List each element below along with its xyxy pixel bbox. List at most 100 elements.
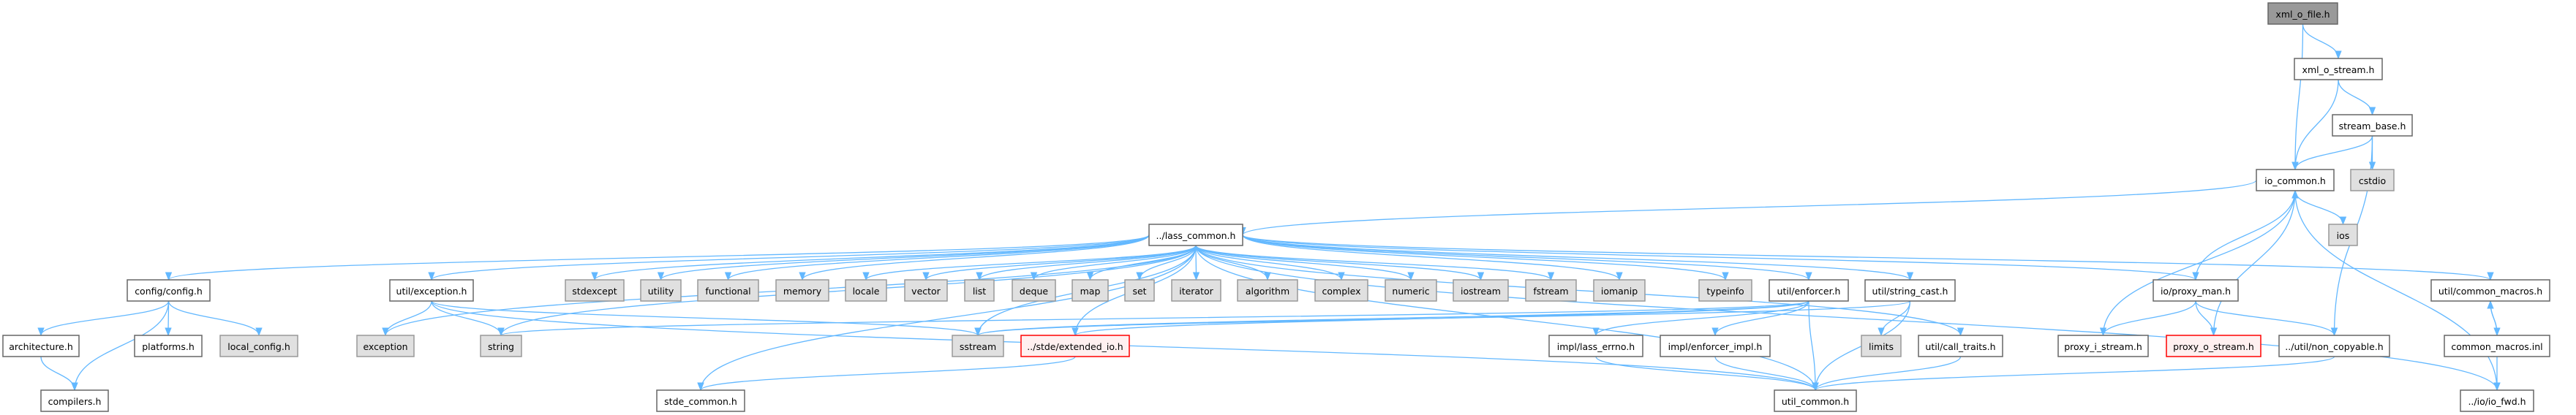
node-io-fwd[interactable]: ../io/io_fwd.h bbox=[2460, 389, 2534, 412]
node-cstdio: cstdio bbox=[2350, 169, 2395, 191]
node-box bbox=[1314, 279, 1368, 302]
node-label: ../util/non_copyable.h bbox=[2285, 341, 2383, 352]
node-label: io_common.h bbox=[2264, 175, 2326, 186]
node-compilers[interactable]: compilers.h bbox=[40, 389, 109, 412]
edge-lass_common-to-iomanip bbox=[1242, 235, 1623, 281]
node-common-macros[interactable]: util/common_macros.h bbox=[2430, 279, 2550, 302]
node-non-copyable[interactable]: ../util/non_copyable.h bbox=[2278, 335, 2390, 357]
node-box bbox=[2430, 279, 2550, 302]
node-proxy-man[interactable]: io/proxy_man.h bbox=[2153, 279, 2239, 302]
edge-enforcer-to-util_common bbox=[1808, 300, 1819, 392]
edge-lass_common-to-iterator bbox=[1192, 245, 1200, 281]
edge-xml_o_stream-to-io_common bbox=[2291, 79, 2339, 171]
edge-lass_common-to-stde_common bbox=[697, 245, 1197, 392]
edge-lass_common-to-locale bbox=[862, 245, 1197, 281]
node-proxy-i-stream[interactable]: proxy_i_stream.h bbox=[2057, 335, 2149, 357]
node-exception: exception bbox=[356, 335, 415, 357]
node-box bbox=[1148, 224, 1243, 246]
node-box bbox=[1072, 279, 1109, 302]
node-box bbox=[219, 335, 298, 357]
node-box bbox=[2153, 279, 2239, 302]
node-box bbox=[845, 279, 887, 302]
edge-enforcer-to-lass_errno bbox=[1592, 300, 1809, 337]
node-sstream: sstream bbox=[952, 335, 1004, 357]
node-label: config/config.h bbox=[135, 286, 203, 297]
node-label: cstdio bbox=[2359, 175, 2386, 186]
node-lass-errno[interactable]: impl/lass_errno.h bbox=[1548, 335, 1643, 357]
node-enforcer-impl[interactable]: impl/enforcer_impl.h bbox=[1660, 335, 1771, 357]
node-label: util/exception.h bbox=[396, 286, 467, 297]
node-xml-o-file[interactable]: xml_o_file.h bbox=[2267, 2, 2338, 25]
node-label: set bbox=[1132, 286, 1146, 297]
node-fstream: fstream bbox=[1525, 279, 1577, 302]
node-lass-common[interactable]: ../lass_common.h bbox=[1148, 224, 1243, 246]
edge-lass_common-to-common_macros bbox=[1242, 234, 2494, 281]
edge-proxy_man-to-proxy_o_stream bbox=[2195, 300, 2218, 337]
edge-lass_common-to-list bbox=[976, 245, 1197, 281]
node-xml-o-stream[interactable]: xml_o_stream.h bbox=[2294, 58, 2383, 80]
node-label: deque bbox=[1020, 286, 1048, 297]
node-box bbox=[1918, 335, 2003, 357]
node-stde-common[interactable]: stde_common.h bbox=[656, 389, 745, 412]
node-box bbox=[1861, 335, 1902, 357]
node-label: util/call_traits.h bbox=[1925, 341, 1995, 352]
node-platforms[interactable]: platforms.h bbox=[134, 335, 203, 357]
node-label: proxy_o_stream.h bbox=[2173, 341, 2254, 352]
node-functional: functional bbox=[697, 279, 759, 302]
node-vector: vector bbox=[904, 279, 948, 302]
node-map: map bbox=[1072, 279, 1109, 302]
node-common-macros-inl[interactable]: common_macros.inl bbox=[2444, 335, 2550, 357]
edge-lass_common-to-map bbox=[1086, 245, 1197, 281]
node-box bbox=[134, 335, 203, 357]
node-box bbox=[2, 335, 80, 357]
edge-lass_common-to-functional bbox=[725, 235, 1150, 281]
node-label: list bbox=[973, 286, 986, 297]
node-exception-h[interactable]: util/exception.h bbox=[389, 279, 474, 302]
node-box bbox=[127, 279, 211, 302]
node-string-cast[interactable]: util/string_cast.h bbox=[1864, 279, 1956, 302]
node-utility: utility bbox=[640, 279, 682, 302]
node-label: iostream bbox=[1461, 286, 1501, 297]
edge-lass_common-to-deque bbox=[1030, 245, 1197, 281]
node-label: string bbox=[488, 341, 514, 352]
edge-lass_common-to-string_cast bbox=[1242, 234, 1913, 281]
node-label: utility bbox=[648, 286, 674, 297]
edge-exception_h-to-exception bbox=[382, 300, 432, 337]
node-layer: xml_o_file.h xml_o_stream.h stream_base.hi… bbox=[2, 2, 2550, 412]
node-util-common[interactable]: util_common.h bbox=[1774, 389, 1857, 412]
node-proxy-o-stream: proxy_o_stream.h bbox=[2166, 335, 2261, 357]
edge-lass_errno-to-util_common bbox=[1595, 356, 1819, 392]
edge-lass_common-to-proxy_man bbox=[1242, 234, 2199, 281]
node-label: local_config.h bbox=[227, 341, 290, 352]
node-numeric: numeric bbox=[1385, 279, 1437, 302]
node-label: architecture.h bbox=[9, 341, 73, 352]
edge-enforcer-to-enforcer_impl bbox=[1711, 300, 1809, 337]
node-iomanip: iomanip bbox=[1593, 279, 1646, 302]
node-list: list bbox=[964, 279, 995, 302]
node-box bbox=[40, 389, 109, 412]
edge-io_common-to-lass_common bbox=[1239, 179, 2257, 236]
node-stream-base[interactable]: stream_base.h bbox=[2332, 114, 2413, 137]
node-label: complex bbox=[1322, 286, 1361, 297]
edge-io_common-to-ios bbox=[2294, 190, 2347, 226]
node-call-traits[interactable]: util/call_traits.h bbox=[1918, 335, 2003, 357]
node-label: io/proxy_man.h bbox=[2161, 286, 2231, 297]
node-box bbox=[356, 335, 415, 357]
node-box bbox=[565, 279, 625, 302]
node-enforcer[interactable]: util/enforcer.h bbox=[1769, 279, 1849, 302]
node-label: ../lass_common.h bbox=[1156, 230, 1236, 241]
edge-lass_common-to-iostream bbox=[1195, 245, 1485, 281]
node-label: ../io/io_fwd.h bbox=[2468, 396, 2526, 407]
node-label: util/common_macros.h bbox=[2438, 286, 2542, 297]
node-architecture[interactable]: architecture.h bbox=[2, 335, 80, 357]
node-io-common[interactable]: io_common.h bbox=[2256, 169, 2335, 191]
edge-stream_base-to-io_common bbox=[2291, 135, 2373, 171]
node-config[interactable]: config/config.h bbox=[127, 279, 211, 302]
node-limits: limits bbox=[1861, 335, 1902, 357]
node-box bbox=[1171, 279, 1221, 302]
node-label: util/string_cast.h bbox=[1872, 286, 1948, 297]
node-label: common_macros.inl bbox=[2451, 341, 2542, 352]
node-label: limits bbox=[1869, 341, 1894, 352]
node-box bbox=[1593, 279, 1646, 302]
